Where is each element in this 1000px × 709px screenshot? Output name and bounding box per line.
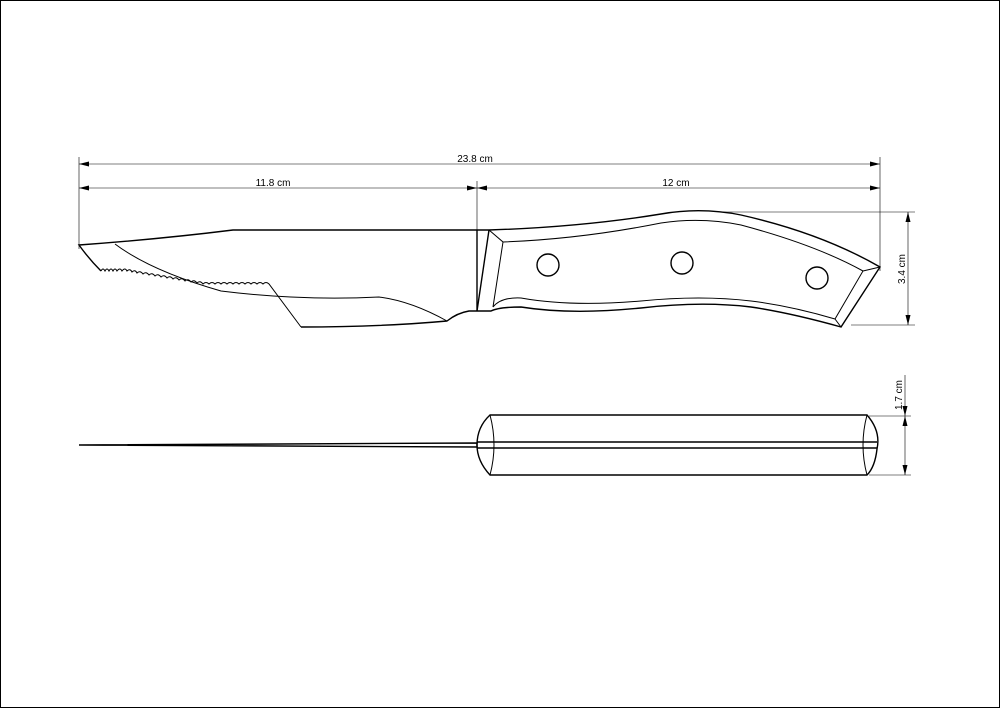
dimension-handle-length: 12 cm	[477, 178, 880, 191]
knife-top-view	[78, 414, 879, 476]
rivet-3-icon	[805, 266, 829, 290]
dimension-handle-thickness: 1.7 cm	[869, 375, 911, 476]
overall-length-label: 23.8 cm	[457, 154, 493, 165]
rivet-1-icon	[536, 253, 560, 277]
dimension-handle-height: 3.4 cm	[721, 211, 915, 326]
handle-thickness-label: 1.7 cm	[894, 380, 905, 410]
dimension-blade-length: 11.8 cm	[79, 178, 478, 311]
handle-length-label: 12 cm	[662, 178, 689, 189]
handle-height-label: 3.4 cm	[897, 254, 908, 284]
rivet-2-icon	[670, 251, 694, 275]
blade-length-label: 11.8 cm	[256, 178, 291, 189]
knife-handle-side-view	[476, 210, 881, 328]
dimension-overall-length: 23.8 cm	[78, 154, 881, 271]
knife-blade-side-view	[77, 229, 478, 328]
